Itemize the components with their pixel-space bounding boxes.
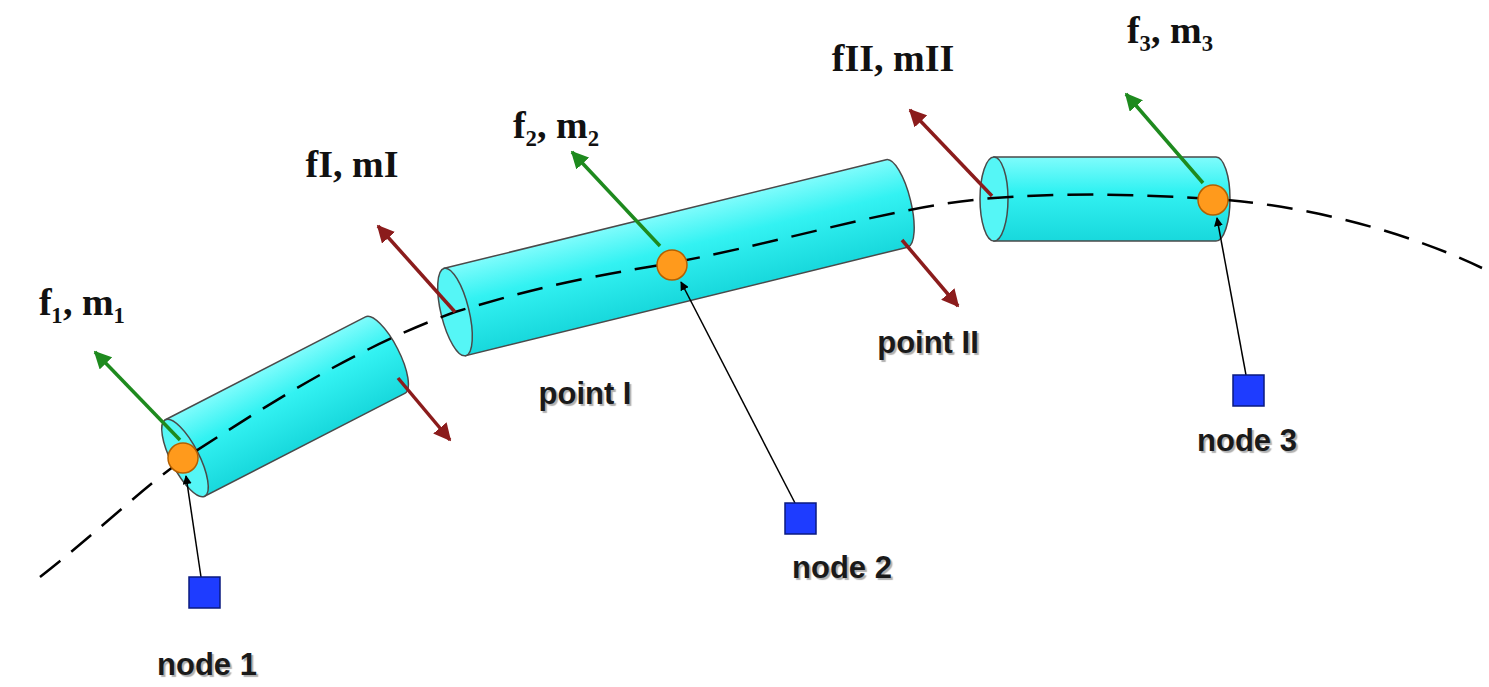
reference-point [1198, 185, 1228, 215]
nodal-force-arrow [572, 152, 660, 246]
force-label: fII, mII [832, 39, 954, 77]
offset-arrow [1217, 218, 1246, 375]
node-marker [785, 503, 816, 534]
node-label: node 2 [792, 552, 892, 583]
reference-curve [40, 195, 1482, 577]
force-label: f₃, m₃ [1127, 11, 1213, 49]
beam-segment [153, 311, 417, 503]
section-force-arrow [398, 378, 450, 440]
force-label: fI, mI [306, 145, 399, 183]
node-label: node 3 [1197, 425, 1297, 456]
point-label: point I [539, 378, 632, 409]
section-force-arrow [378, 226, 455, 312]
section-force-arrow [910, 110, 992, 196]
point-label: point II [877, 327, 979, 358]
reference-point [168, 443, 198, 473]
section-force-arrow [902, 240, 958, 306]
beam-segment [431, 156, 922, 359]
force-label: f₂, m₂ [513, 106, 599, 144]
node-marker [1233, 375, 1264, 406]
offset-arrow [186, 476, 201, 577]
force-label: f₁, m₁ [39, 283, 125, 321]
offset-arrow [681, 282, 795, 503]
node-marker [189, 577, 220, 608]
nodal-force-arrow [95, 352, 180, 440]
reference-point [657, 250, 687, 280]
nodal-force-arrow [1126, 94, 1203, 183]
node-label: node 1 [157, 649, 257, 680]
